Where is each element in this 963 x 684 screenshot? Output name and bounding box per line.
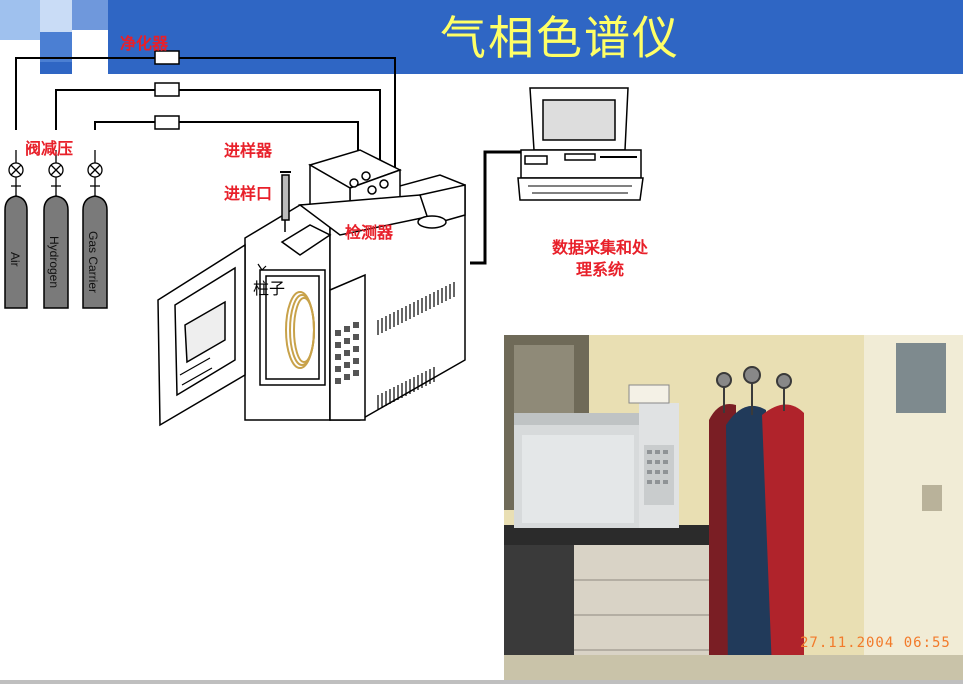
- gas-lines: [15, 57, 396, 180]
- lab-photo-drawing: [504, 335, 963, 680]
- data-processing-label: 数据采集和处理系统: [551, 238, 648, 279]
- gc-instrument-drawing: [157, 149, 466, 427]
- purifier-filters: [154, 50, 180, 130]
- computer-icon: [517, 87, 644, 201]
- cylinder-label-gas-carrier: Gas Carrier: [86, 231, 100, 294]
- decor-square: [40, 0, 72, 32]
- decor-square: [72, 30, 108, 74]
- regulator-label: 阀减压: [25, 139, 74, 158]
- bottom-bar: [0, 680, 963, 684]
- page-title: 气相色谱仪: [440, 11, 680, 65]
- decor-square: [72, 0, 108, 30]
- data-cable: [470, 150, 525, 265]
- column-label: 柱子: [253, 279, 286, 298]
- regulator-valves: [8, 150, 103, 196]
- photo-date-stamp: 27.11.2004 06:55: [800, 635, 951, 651]
- detector-label: 检测器: [345, 223, 394, 242]
- purifier-label: 净化器: [120, 34, 169, 53]
- cylinder-label-hydrogen: Hydrogen: [47, 236, 61, 289]
- injection-port-label: 进样口: [224, 184, 273, 203]
- column-coil: [285, 291, 315, 369]
- gas-cylinders: [4, 195, 108, 309]
- column-arrow: [257, 263, 267, 271]
- decor-square: [0, 0, 40, 40]
- injector-label: 进样器: [224, 141, 273, 160]
- cylinder-label-air: Air: [8, 252, 22, 267]
- lab-photo: [504, 335, 963, 680]
